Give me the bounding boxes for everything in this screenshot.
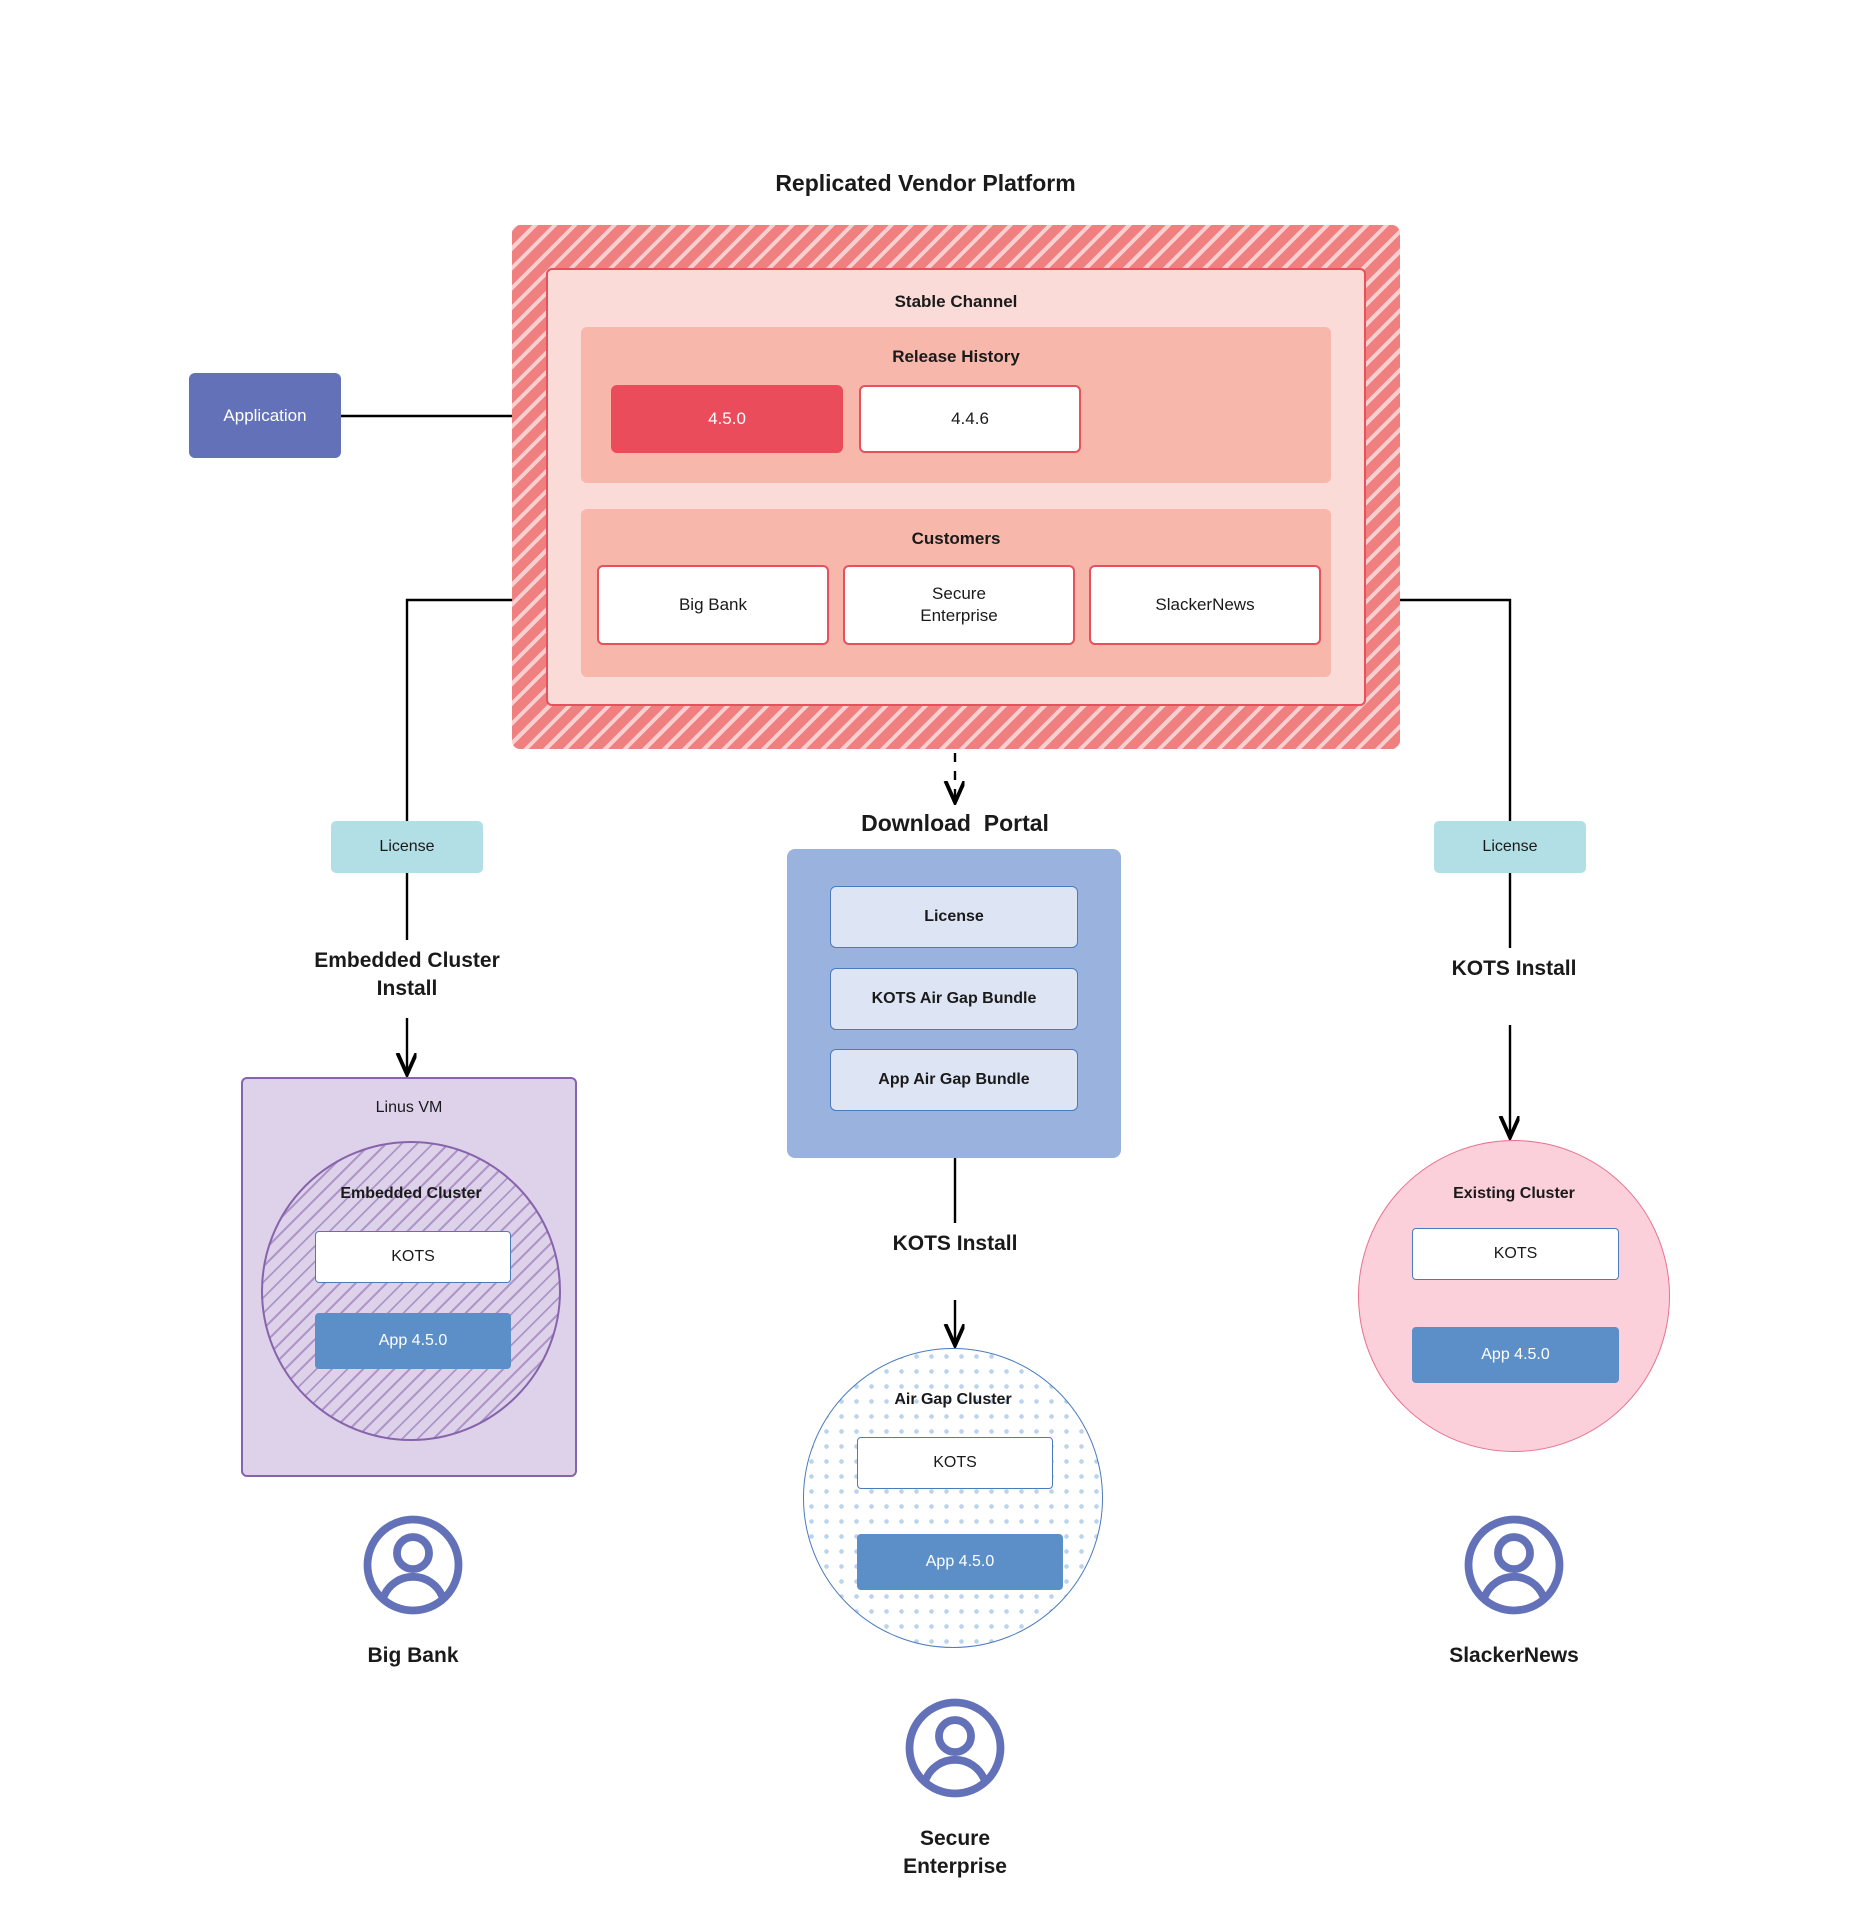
stable-channel-title: Stable Channel <box>894 292 1018 311</box>
customers-title: Customers <box>911 529 1001 548</box>
app-box-existing[interactable]: App 4.5.0 <box>1412 1327 1619 1383</box>
download-portal-container: License KOTS Air Gap Bundle App Air Gap … <box>787 849 1121 1158</box>
portal-item-license[interactable]: License <box>830 886 1078 948</box>
embedded-cluster-circle: Embedded Cluster KOTS App 4.5.0 <box>261 1141 561 1441</box>
app-box-embedded[interactable]: App 4.5.0 <box>315 1313 511 1369</box>
portal-item-kots-air-gap-bundle[interactable]: KOTS Air Gap Bundle <box>830 968 1078 1030</box>
download-portal-title: Download Portal <box>861 810 1049 836</box>
path-label-embedded-cluster-install: Embedded Cluster Install <box>314 949 500 1000</box>
air-gap-cluster-circle: Air Gap Cluster KOTS App 4.5.0 <box>803 1348 1103 1648</box>
path-label-kots-install-right: KOTS Install <box>1451 957 1577 980</box>
end-user-name-big-bank: Big Bank <box>367 1644 459 1667</box>
customer-chip-slackernews[interactable]: SlackerNews <box>1089 565 1321 645</box>
customers-container: Customers Big Bank Secure Enterprise Sla… <box>581 509 1331 677</box>
kots-box-embedded[interactable]: KOTS <box>315 1231 511 1283</box>
linux-vm-container: Linus VM Embedded Cluster KOTS App 4.5.0 <box>241 1077 577 1477</box>
linux-vm-title: Linus VM <box>375 1099 443 1116</box>
customer-chip-secure-enterprise[interactable]: Secure Enterprise <box>843 565 1075 645</box>
application-node[interactable]: Application <box>189 373 341 458</box>
kots-box-existing[interactable]: KOTS <box>1412 1228 1619 1280</box>
customer-chip-big-bank[interactable]: Big Bank <box>597 565 829 645</box>
air-gap-cluster-title: Air Gap Cluster <box>894 1391 1012 1408</box>
kots-box-airgap[interactable]: KOTS <box>857 1437 1053 1489</box>
end-user-name-secure-enterprise: Secure Enterprise <box>903 1827 1007 1878</box>
embedded-cluster-title: Embedded Cluster <box>340 1185 482 1202</box>
user-avatar-icon <box>1464 1515 1564 1615</box>
existing-cluster-title: Existing Cluster <box>1453 1185 1575 1202</box>
user-avatar-icon <box>905 1698 1005 1798</box>
license-chip-right[interactable]: License <box>1434 821 1586 873</box>
portal-item-app-air-gap-bundle[interactable]: App Air Gap Bundle <box>830 1049 1078 1111</box>
page-title: Replicated Vendor Platform <box>775 170 1076 196</box>
path-label-kots-install-center: KOTS Install <box>892 1232 1018 1255</box>
user-avatar-icon <box>363 1515 463 1615</box>
release-chip-previous[interactable]: 4.4.6 <box>859 385 1081 453</box>
app-box-airgap[interactable]: App 4.5.0 <box>857 1534 1063 1590</box>
release-chip-current[interactable]: 4.5.0 <box>611 385 843 453</box>
release-history-title: Release History <box>892 347 1020 366</box>
release-history-container: Release History 4.5.0 4.4.6 <box>581 327 1331 483</box>
existing-cluster-circle: Existing Cluster KOTS App 4.5.0 <box>1358 1140 1670 1452</box>
license-chip-left[interactable]: License <box>331 821 483 873</box>
end-user-name-slackernews: SlackerNews <box>1449 1644 1579 1667</box>
